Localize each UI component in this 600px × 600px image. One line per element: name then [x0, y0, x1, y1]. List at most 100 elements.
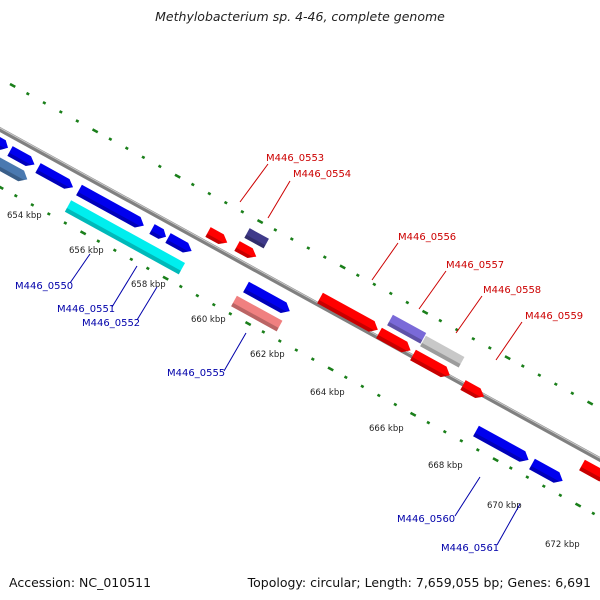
gene-body [205, 227, 228, 245]
ruler-tick [355, 273, 360, 278]
ruler-tick [475, 448, 480, 452]
ruler-tick [162, 275, 169, 281]
tick-label: 658 kbp [131, 280, 166, 290]
ruler-tick [42, 101, 47, 105]
gene-body [149, 224, 167, 239]
ruler-tick [141, 155, 146, 160]
ruler-tick [426, 420, 431, 425]
ruler-tick [294, 348, 299, 352]
ruler-tick [520, 364, 525, 368]
tick-label: 668 kbp [428, 461, 463, 471]
gene-shade [7, 152, 32, 166]
gene-shade [420, 342, 461, 368]
ruler-tick [537, 373, 542, 377]
gene-M446_0555 [243, 281, 290, 313]
ruler-tick [9, 82, 16, 89]
ruler-tick [574, 502, 582, 508]
gene-leader-line [496, 503, 521, 546]
gene-fragment-right [579, 459, 600, 482]
gene-body [0, 135, 9, 150]
gene-leader-line [418, 270, 447, 310]
ruler-tick [442, 429, 447, 434]
gene-shade [234, 247, 254, 259]
ruler-tick [591, 511, 596, 516]
ruler-tick [0, 185, 4, 191]
ruler-tick [13, 193, 18, 198]
ruler-tick [339, 264, 346, 270]
tick-label: 670 kbp [487, 501, 522, 511]
gene-body [243, 281, 290, 313]
tick-label: 664 kbp [310, 388, 345, 398]
backbone-highlight [0, 127, 600, 459]
gene-M446_0557 [387, 314, 427, 344]
tick-label: 656 kbp [69, 246, 104, 256]
gene-body [410, 349, 450, 378]
ruler-tick [211, 302, 216, 307]
ruler-tick [388, 291, 393, 296]
ruler-tick [96, 239, 101, 244]
ruler-tick [240, 209, 245, 214]
gene-leader-line [267, 180, 291, 219]
gene-M446_0554 [244, 228, 269, 249]
ruler-tick [343, 375, 348, 380]
ruler-tick [178, 284, 183, 289]
gene-shade [165, 239, 189, 253]
ruler-tick [63, 221, 68, 225]
gene-shade [410, 356, 447, 378]
ruler-tick [79, 230, 87, 236]
gene-body [420, 335, 465, 368]
gene-leader-line [69, 253, 91, 284]
ruler-tick [256, 218, 264, 225]
gene-shade [64, 207, 181, 275]
gene-shade [35, 169, 70, 189]
ruler-tick [360, 384, 365, 389]
gene-shade [387, 321, 423, 344]
gene-leader-line [454, 476, 481, 517]
gene-fragment-blue-a [7, 146, 35, 166]
ruler-tick [541, 484, 546, 489]
gene-M446_0554b [234, 241, 257, 259]
tick-label: 654 kbp [7, 211, 42, 221]
ruler-tick [459, 438, 464, 443]
gene-body [376, 327, 411, 353]
gene-label: M446_0555 [167, 368, 225, 379]
gene-fragment-blue-b [35, 163, 74, 189]
ruler-tick [25, 91, 30, 96]
gene-M446_0556 [317, 292, 378, 332]
gene-shade [579, 466, 600, 482]
ruler-tick [91, 128, 99, 134]
ruler-tick [471, 336, 476, 341]
ruler-tick [487, 346, 492, 350]
gene-M446_0558b [410, 349, 450, 378]
gene-label: M446_0551 [57, 304, 115, 315]
gene-label: M446_0561 [441, 543, 499, 554]
gene-M446_0561 [529, 458, 563, 483]
gene-M446_0550 [64, 200, 186, 275]
ruler-tick [190, 182, 195, 187]
gene-M446_0553 [205, 227, 228, 245]
ruler-tick [75, 119, 80, 123]
gene-body [165, 233, 192, 253]
gene-body [64, 200, 186, 275]
gene-M446_0555b [231, 295, 283, 332]
gene-label: M446_0559 [525, 311, 583, 322]
gene-M446_0559 [460, 380, 485, 399]
gene-M446_0552b [165, 233, 192, 253]
ruler-tick [124, 146, 129, 151]
ruler-tick [129, 257, 134, 262]
ruler-tick [310, 357, 315, 362]
ruler-tick [306, 246, 311, 250]
gene-M446_0552 [149, 224, 167, 239]
gene-shade [243, 288, 287, 313]
tick-label: 660 kbp [191, 315, 226, 325]
gene-body [244, 228, 269, 249]
gene-body [460, 380, 485, 399]
gene-body [579, 459, 600, 482]
ruler-tick [553, 382, 558, 387]
ruler-tick [409, 411, 417, 417]
gene-shade [205, 233, 225, 245]
ruler-tick [174, 173, 181, 179]
gene-shade [0, 162, 25, 182]
gene-label: M446_0558 [483, 285, 541, 296]
